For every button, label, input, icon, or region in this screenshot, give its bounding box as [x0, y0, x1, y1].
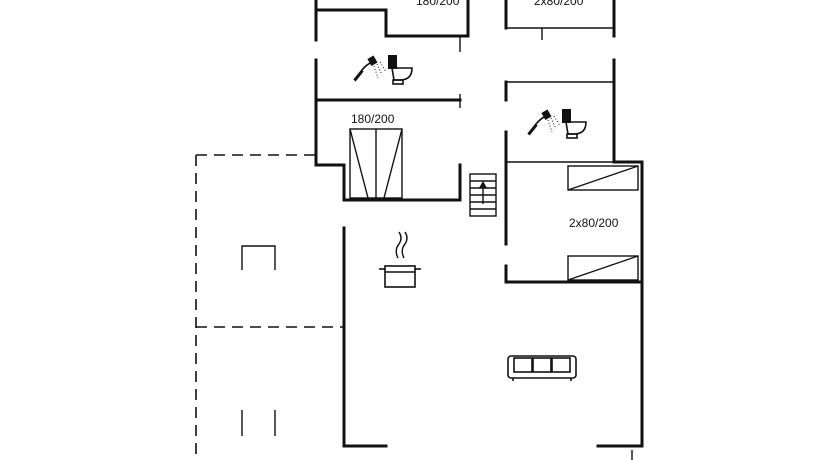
outdoor-chair — [241, 245, 276, 270]
sofa-icon — [507, 355, 577, 381]
stairs-icon — [469, 173, 497, 217]
middle-bed — [349, 128, 403, 199]
right-bedroom-beds — [567, 165, 639, 281]
outdoor-bench — [241, 410, 276, 436]
room-label-top-right: 2x80/200 — [534, 0, 584, 8]
toilet-icon — [562, 109, 587, 139]
room-label-middle-bedroom: 180/200 — [351, 112, 395, 126]
toilet-icon — [388, 55, 413, 85]
room-label-right-bedroom: 2x80/200 — [569, 216, 619, 230]
room-label-top-left: 180/200 — [416, 0, 460, 8]
shower-icon — [353, 55, 387, 82]
terrace-outline — [195, 154, 344, 460]
cooking-pot-icon — [379, 231, 421, 288]
walls — [314, 0, 644, 460]
shower-icon — [527, 109, 561, 136]
